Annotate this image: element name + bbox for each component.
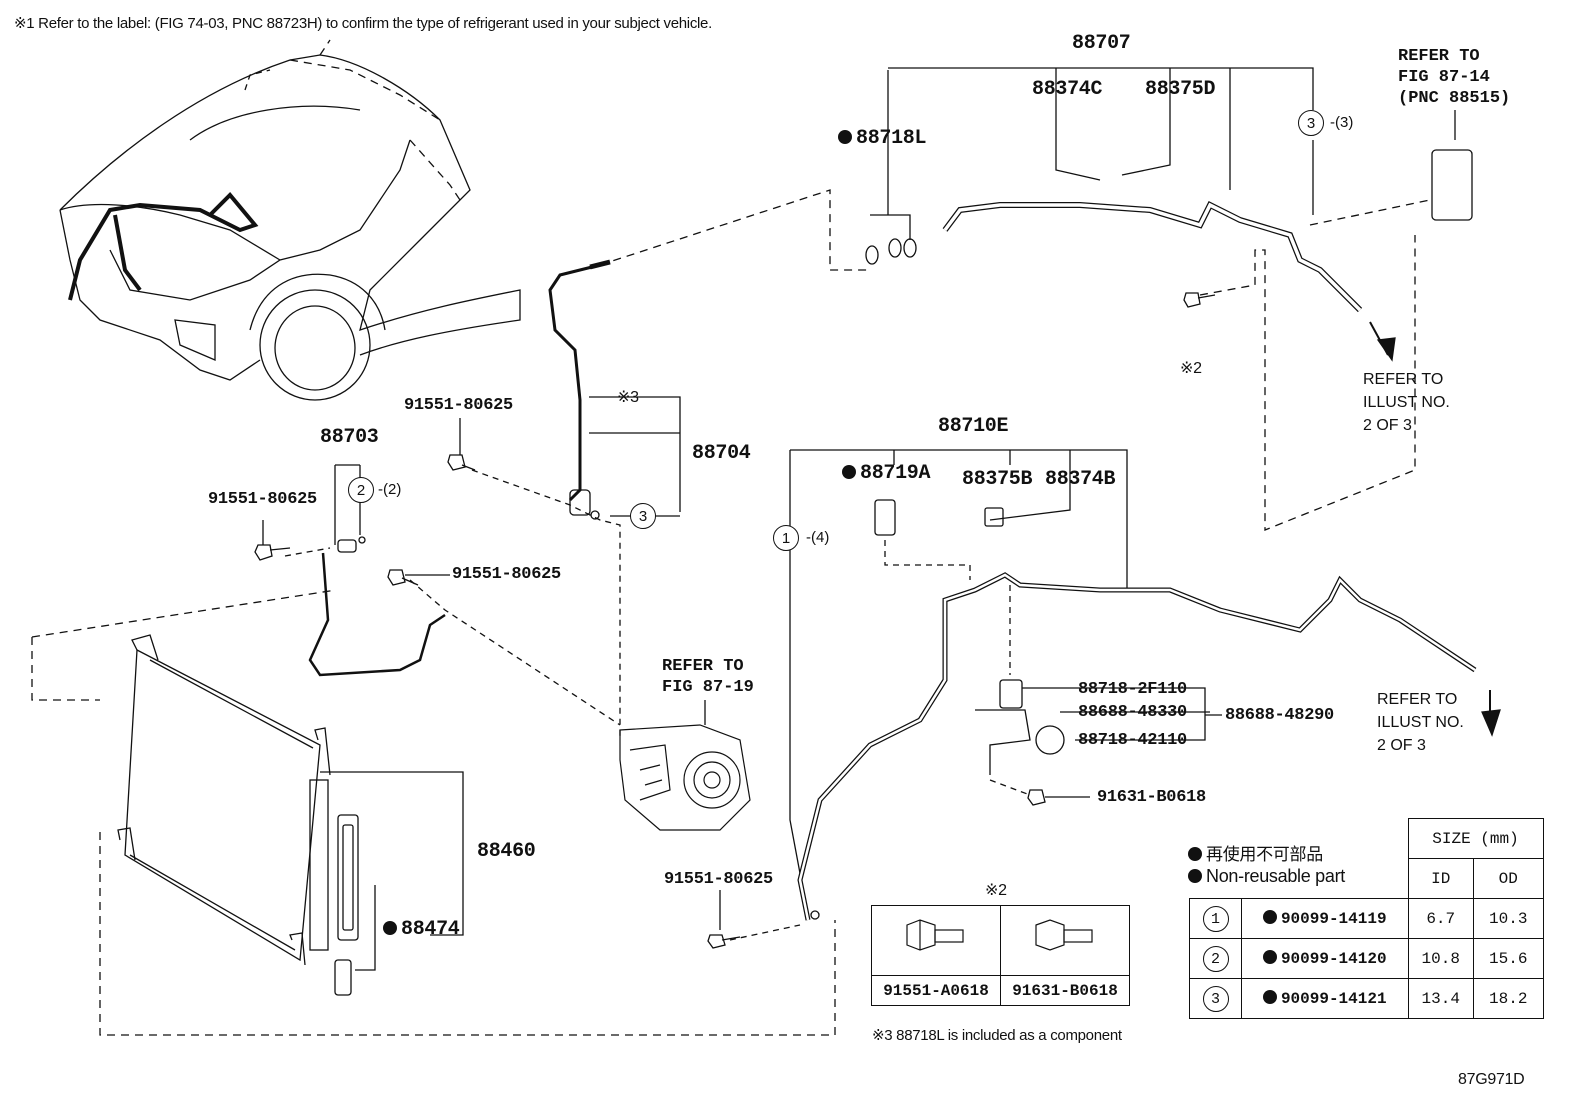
size-row-id: 13.4 [1407,978,1474,1019]
non-reusable-icon [838,130,852,144]
part-88460: 88460 [477,840,536,863]
part-88704: 88704 [692,442,751,465]
vehicle-pipe [68,192,259,301]
legend-en: Non-reusable part [1188,866,1345,887]
size-row: 3 90099-14121 13.4 18.2 [1189,978,1544,1019]
non-reusable-icon [1188,869,1202,883]
note-2-mark: ※2 [1180,360,1202,377]
bolt-icons [254,292,1216,949]
bolt-91551-80625-c: 91551-80625 [452,565,561,584]
size-id-header: ID [1407,858,1474,899]
size-row-id: 6.7 [1407,898,1474,939]
refer-fig-87-14: REFER TO FIG 87-14 (PNC 88515) [1398,47,1511,108]
legend-jp-text: 再使用不可部品 [1206,845,1323,864]
callout-3-88707: 3 [1298,110,1324,136]
refer-illust-2of3-bottom: REFER TO ILLUST NO. 2 OF 3 [1377,691,1464,754]
part-88707: 88707 [1072,32,1131,55]
part-88375B: 88375B [962,468,1033,491]
hose-88704 [548,263,601,502]
vehicle-wheel [259,289,371,401]
non-reusable-icon [1262,989,1277,1004]
size-row-part: 90099-14121 [1280,989,1387,1008]
non-reusable-icon [1188,847,1202,861]
size-row-part: 90099-14120 [1280,949,1387,968]
size-od-header: OD [1472,858,1544,899]
part-88374C: 88374C [1032,78,1103,101]
callout-3-suffix: -(3) [1330,114,1354,131]
header-note: ※1 Refer to the label: (FIG 74-03, PNC 8… [14,15,712,32]
size-row: 2 90099-14120 10.8 15.6 [1189,938,1544,979]
bolt-91631-B0618: 91631-B0618 [1097,788,1206,807]
bolt-a-illustration [871,905,1001,976]
size-header: SIZE (mm) [1407,818,1544,859]
part-88474: 88474 [383,918,460,941]
part-88374B: 88374B [1045,468,1116,491]
non-reusable-icon [1262,909,1277,924]
part-88718-2F110: 88718-2F110 [1078,680,1187,699]
size-table: SIZE (mm) ID OD 1 90099-14119 6.7 10.3 2… [1189,818,1544,1019]
bolt-b-illustration [1000,905,1130,976]
legend-jp: 再使用不可部品 [1188,840,1323,865]
vehicle-outline [59,54,521,356]
callout-3-88704: 3 [630,503,656,529]
bolt-91551-80625-a: 91551-80625 [208,490,317,509]
part-88710E: 88710E [938,415,1009,438]
refer-fig-87-19: REFER TO FIG 87-19 [662,657,754,697]
size-row: 1 90099-14119 6.7 10.3 [1189,898,1544,939]
callout-1-88710E: 1 [773,525,799,551]
size-row-part: 90099-14119 [1280,909,1387,928]
size-row-number: 1 [1202,905,1229,932]
part-88719A-label: 88719A [860,462,931,485]
legend-en-text: Non-reusable part [1206,866,1345,886]
callout-1-suffix: -(4) [806,529,830,546]
part-88719A: 88719A [842,462,931,485]
part-88688-48330: 88688-48330 [1078,703,1187,722]
size-row-number: 2 [1202,945,1229,972]
non-reusable-icon [1262,949,1277,964]
refer-illust-2of3-top: REFER TO ILLUST NO. 2 OF 3 [1363,371,1450,434]
figure-id: 87G971D [1458,1071,1525,1088]
bolt-91551-80625-d: 91551-80625 [664,870,773,889]
non-reusable-icon [842,465,856,479]
part-88375D: 88375D [1145,78,1216,101]
part-88718L-label: 88718L [856,127,927,150]
note-3-mark: ※3 [617,389,639,406]
size-row-id: 10.8 [1407,938,1474,979]
size-row-od: 18.2 [1472,978,1544,1019]
size-row-od: 10.3 [1472,898,1544,939]
part-88718-42110: 88718-42110 [1078,731,1187,750]
note-2-bolts-mark: ※2 [985,882,1007,899]
condenser-frame [124,648,321,962]
footnote-3: ※3 88718L is included as a component [872,1027,1122,1044]
part-88703: 88703 [320,426,379,449]
compressor [619,724,751,831]
non-reusable-icon [383,921,397,935]
callout-2-88703: 2 [348,477,374,503]
part-88474-label: 88474 [401,918,460,941]
size-row-od: 15.6 [1472,938,1544,979]
bolt-a-number: 91551-A0618 [871,975,1001,1006]
part-88688-48290: 88688-48290 [1225,706,1334,725]
callout-2-suffix: -(2) [378,481,402,498]
part-88718L: 88718L [838,127,927,150]
bolt-91551-80625-b: 91551-80625 [404,396,513,415]
size-row-number: 3 [1202,985,1229,1012]
bolt-b-number: 91631-B0618 [1000,975,1130,1006]
